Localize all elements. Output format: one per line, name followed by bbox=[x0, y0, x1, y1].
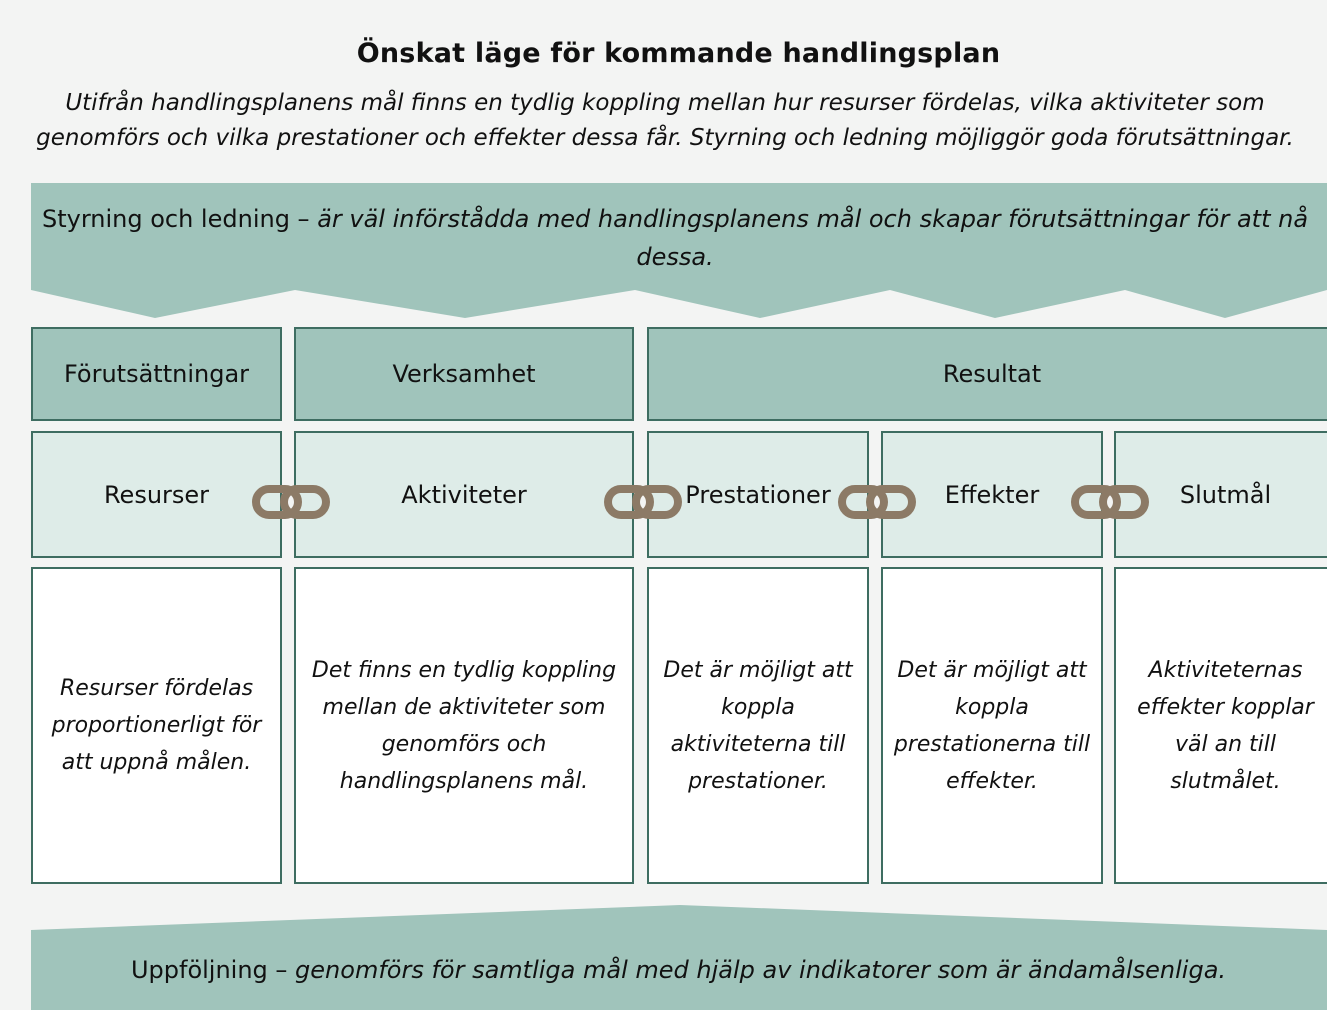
follow-up-lead: Uppföljning – bbox=[130, 956, 296, 984]
chain-label-effekter: Effekter bbox=[881, 431, 1103, 558]
header-forutsattningar: Förutsättningar bbox=[31, 327, 282, 421]
follow-up-banner bbox=[31, 905, 1327, 1010]
chain-link-icon bbox=[838, 485, 916, 519]
header-verksamhet: Verksamhet bbox=[294, 327, 634, 421]
chain-link-icon bbox=[604, 485, 682, 519]
follow-up-description: genomförs för samtliga mål med hjälp av … bbox=[295, 956, 1227, 984]
chain-description-aktiviteter: Det finns en tydlig koppling mellan de a… bbox=[294, 567, 634, 884]
governance-lead: Styrning och ledning – bbox=[41, 205, 318, 233]
chain-label-resurser: Resurser bbox=[31, 431, 282, 558]
page-subtitle: Utifrån handlingsplanens mål finns en ty… bbox=[36, 90, 1294, 151]
chain-label-aktiviteter: Aktiviteter bbox=[294, 431, 634, 558]
chain-link-icon bbox=[1071, 485, 1149, 519]
chain-link-icon bbox=[252, 485, 330, 519]
follow-up-text: Uppföljning – genomförs för samtliga mål… bbox=[30, 950, 1327, 990]
chain-description-resurser: Resurser fördelas proportionerligt för a… bbox=[31, 567, 282, 884]
chain-description-slutmal: Aktiviteternas effekter kopplar väl an t… bbox=[1114, 567, 1327, 884]
governance-banner bbox=[31, 183, 1327, 318]
page-title: Önskat läge för kommande handlingsplan bbox=[356, 38, 1001, 69]
chain-description-effekter: Det är möjligt att koppla prestationerna… bbox=[881, 567, 1103, 884]
governance-description: är väl införstådda med handlingsplanens … bbox=[317, 205, 1309, 271]
chain-description-prestationer: Det är möjligt att koppla aktiviteterna … bbox=[647, 567, 869, 884]
governance-text: Styrning och ledning – är väl införstådd… bbox=[40, 200, 1310, 276]
chain-label-prestationer: Prestationer bbox=[647, 431, 869, 558]
header-resultat: Resultat bbox=[647, 327, 1327, 421]
